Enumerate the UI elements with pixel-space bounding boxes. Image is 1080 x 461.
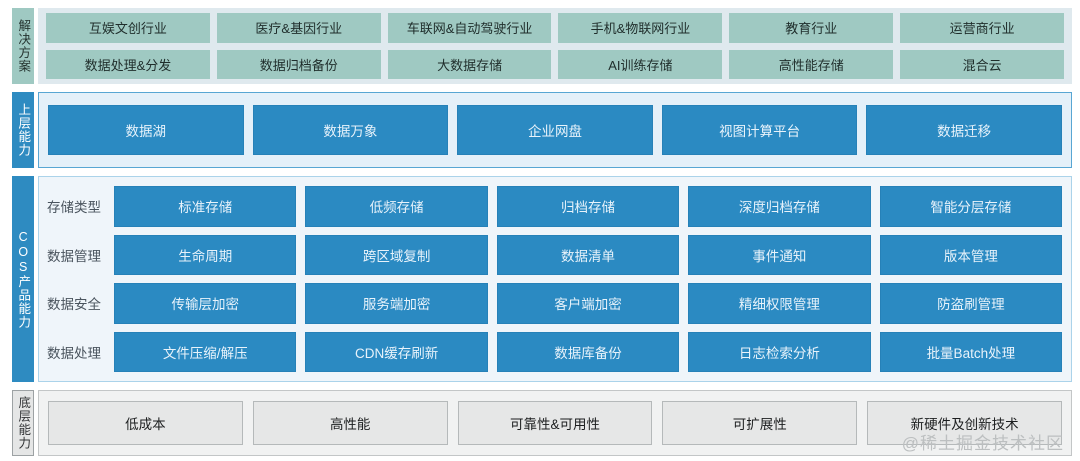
cos-capability-band-label: COS产品能力 (12, 176, 34, 382)
data-management-block: 生命周期 (114, 234, 297, 275)
scenario-block: 数据处理&分发 (46, 49, 210, 79)
industry-block: 手机&物联网行业 (558, 13, 723, 43)
data-management-block: 事件通知 (688, 234, 871, 275)
upper-capability-block: 数据迁移 (866, 105, 1062, 155)
upper-capability-block: 视图计算平台 (661, 105, 858, 155)
cos-row-label: 存储类型 (47, 200, 101, 216)
foundation-block: 低成本 (48, 401, 243, 445)
cos-capability-band: COS产品能力 存储类型 标准存储 低频存储 归档存储 深度归档存储 智能分层存… (12, 176, 1072, 382)
scenario-block: AI训练存储 (558, 49, 723, 79)
data-processing-block: 批量Batch处理 (879, 331, 1063, 372)
data-security-block: 精细权限管理 (688, 283, 871, 324)
data-management-block: 数据清单 (496, 234, 680, 275)
cos-capability-panel: 存储类型 标准存储 低频存储 归档存储 深度归档存储 智能分层存储 数据管理 生… (38, 176, 1072, 382)
foundation-band-label: 底层能力 (12, 390, 34, 456)
storage-type-block: 低频存储 (305, 186, 488, 227)
foundation-block: 可扩展性 (662, 401, 858, 445)
solutions-panel: 互娱文创行业 医疗&基因行业 车联网&自动驾驶行业 手机&物联网行业 教育行业 … (38, 8, 1072, 84)
data-security-block: 传输层加密 (114, 283, 297, 324)
scenario-block: 大数据存储 (387, 49, 552, 79)
data-security-block: 服务端加密 (305, 283, 488, 324)
scenario-block: 高性能存储 (729, 49, 894, 79)
cos-row-data-management: 数据管理 生命周期 跨区域复制 数据清单 事件通知 版本管理 (43, 234, 1063, 275)
industry-block: 车联网&自动驾驶行业 (387, 13, 552, 43)
solutions-band-label: 解决方案 (12, 8, 34, 84)
data-processing-block: 文件压缩/解压 (114, 331, 297, 372)
scenario-block: 数据归档备份 (216, 49, 381, 79)
cos-row-storage-types: 存储类型 标准存储 低频存储 归档存储 深度归档存储 智能分层存储 (43, 186, 1063, 227)
storage-type-block: 归档存储 (496, 186, 680, 227)
storage-type-block: 标准存储 (114, 186, 297, 227)
upper-capability-block: 企业网盘 (457, 105, 653, 155)
industry-block: 教育行业 (729, 13, 894, 43)
scenario-block: 混合云 (900, 49, 1064, 79)
foundation-block: 高性能 (252, 401, 448, 445)
data-security-block: 防盗刷管理 (879, 283, 1063, 324)
cos-row-data-security: 数据安全 传输层加密 服务端加密 客户端加密 精细权限管理 防盗刷管理 (43, 283, 1063, 324)
industry-block: 运营商行业 (900, 13, 1064, 43)
data-processing-block: 数据库备份 (496, 331, 680, 372)
data-security-block: 客户端加密 (496, 283, 680, 324)
upper-capability-block: 数据万象 (252, 105, 449, 155)
industry-block: 互娱文创行业 (46, 13, 210, 43)
upper-capability-band-label: 上层能力 (12, 92, 34, 168)
solutions-band: 解决方案 互娱文创行业 医疗&基因行业 车联网&自动驾驶行业 手机&物联网行业 … (12, 8, 1072, 84)
data-management-block: 版本管理 (879, 234, 1063, 275)
cos-row-label: 数据管理 (47, 248, 101, 264)
foundation-block: 新硬件及创新技术 (867, 401, 1062, 445)
foundation-block: 可靠性&可用性 (457, 401, 653, 445)
storage-type-block: 智能分层存储 (879, 186, 1063, 227)
data-management-block: 跨区域复制 (305, 234, 488, 275)
upper-capability-band: 上层能力 数据湖 数据万象 企业网盘 视图计算平台 数据迁移 (12, 92, 1072, 168)
data-processing-block: CDN缓存刷新 (305, 331, 488, 372)
data-processing-block: 日志检索分析 (688, 331, 871, 372)
industry-block: 医疗&基因行业 (216, 13, 381, 43)
cos-row-label: 数据安全 (47, 297, 101, 313)
upper-capability-block: 数据湖 (48, 105, 244, 155)
storage-type-block: 深度归档存储 (688, 186, 871, 227)
cos-row-label: 数据处理 (47, 345, 101, 361)
foundation-band: 底层能力 低成本 高性能 可靠性&可用性 可扩展性 新硬件及创新技术 (12, 390, 1072, 456)
foundation-panel: 低成本 高性能 可靠性&可用性 可扩展性 新硬件及创新技术 (38, 390, 1072, 456)
upper-capability-panel: 数据湖 数据万象 企业网盘 视图计算平台 数据迁移 (38, 92, 1072, 168)
cos-row-data-processing: 数据处理 文件压缩/解压 CDN缓存刷新 数据库备份 日志检索分析 批量Batc… (43, 331, 1063, 372)
